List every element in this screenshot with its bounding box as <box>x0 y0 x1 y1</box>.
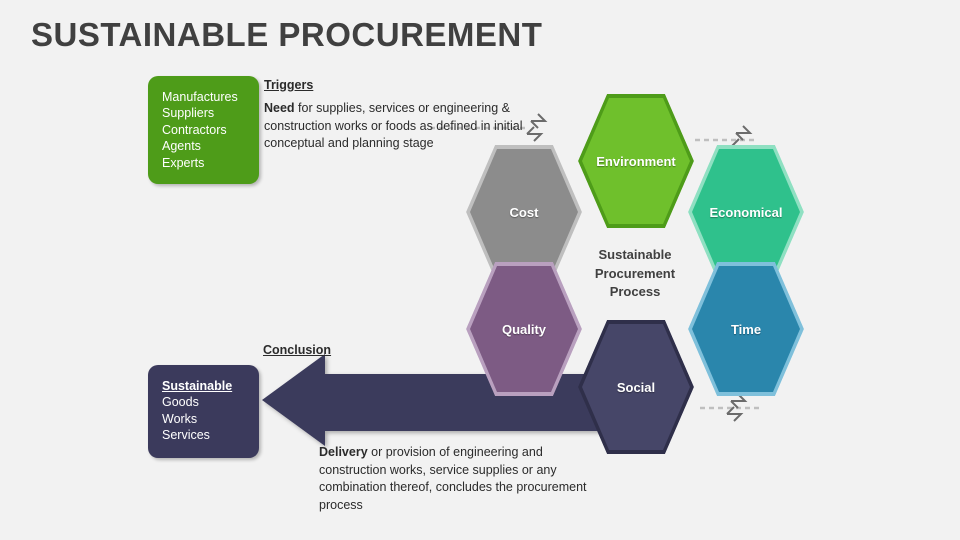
conclusion-box-lines: Sustainable Goods Works Services <box>148 365 259 444</box>
hexagon-environment-label: Environment <box>596 153 676 169</box>
triggers-box: Manufactures Suppliers Contractors Agent… <box>148 76 259 184</box>
triggers-box-line: Agents <box>162 139 201 154</box>
hexagon-social-fill <box>582 324 690 450</box>
conclusion-description-rest: or provision of engineering and construc… <box>319 445 587 512</box>
triggers-box-line: Experts <box>162 155 205 170</box>
triggers-description-rest: for supplies, services or engineering & … <box>264 101 523 150</box>
triggers-box-line: Contractors <box>162 122 227 137</box>
hexagon-time-fill <box>692 266 800 392</box>
hexagon-economical-fill <box>692 149 800 275</box>
center-caption-line: Sustainable <box>598 247 672 262</box>
hexagon-cost-label: Cost <box>509 204 539 220</box>
triggers-description-lead: Need <box>264 101 295 115</box>
hexagon-quality-label: Quality <box>501 321 547 337</box>
triggers-box-line: Suppliers <box>162 106 215 121</box>
triggers-box-line: Manufactures <box>162 90 238 104</box>
hexagon-social-label: Social <box>616 379 656 395</box>
center-caption-line: Procurement <box>594 265 676 281</box>
conclusion-box-line: Goods <box>162 395 199 410</box>
hexagon-time-label: Time <box>730 321 762 337</box>
conclusion-box: Sustainable Goods Works Services <box>148 365 259 458</box>
conclusion-description-lead: Delivery <box>319 445 368 459</box>
connector-time-to-social <box>700 393 760 422</box>
connector-triggers-to-environment <box>430 113 548 142</box>
hexagon-quality-fill <box>470 266 578 392</box>
conclusion-description: Delivery or provision of engineering and… <box>319 444 599 514</box>
conclusion-label: Conclusion <box>263 343 332 357</box>
page-title: SUSTAINABLE PROCUREMENT <box>31 16 543 53</box>
center-caption-line: Process <box>609 284 661 299</box>
triggers-label: Triggers <box>264 78 314 92</box>
conclusion-box-line: Services <box>162 428 210 443</box>
conclusion-box-line: Works <box>162 411 198 426</box>
conclusion-box-line: Sustainable <box>162 379 233 393</box>
triggers-description: Need for supplies, services or engineeri… <box>264 100 554 153</box>
center-caption: Sustainable Procurement Process <box>585 246 685 302</box>
triggers-box-lines: Manufactures Suppliers Contractors Agent… <box>148 76 259 171</box>
hexagon-economical-label: Economical <box>709 204 783 220</box>
hexagon-cost-fill <box>470 149 578 275</box>
hexagon-environment-fill <box>582 98 690 224</box>
